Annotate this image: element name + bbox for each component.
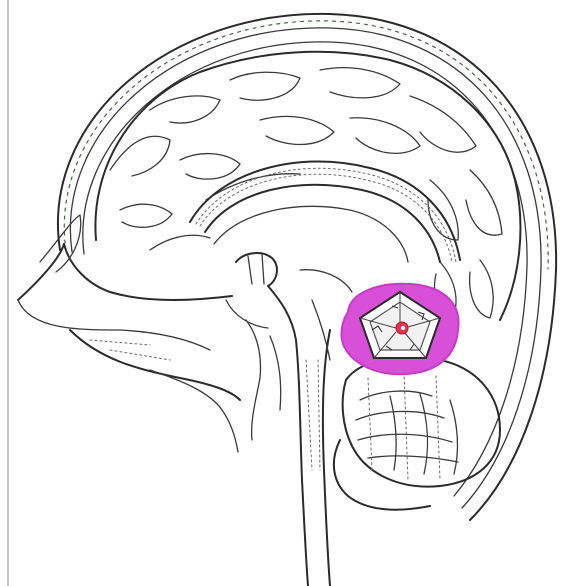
skull-outline (58, 14, 556, 520)
cortex-gyri (95, 52, 520, 320)
cerebellum (334, 357, 500, 510)
corpus-callosum (190, 162, 460, 262)
frontal-base-outline (18, 215, 240, 452)
brainstem (226, 253, 352, 586)
